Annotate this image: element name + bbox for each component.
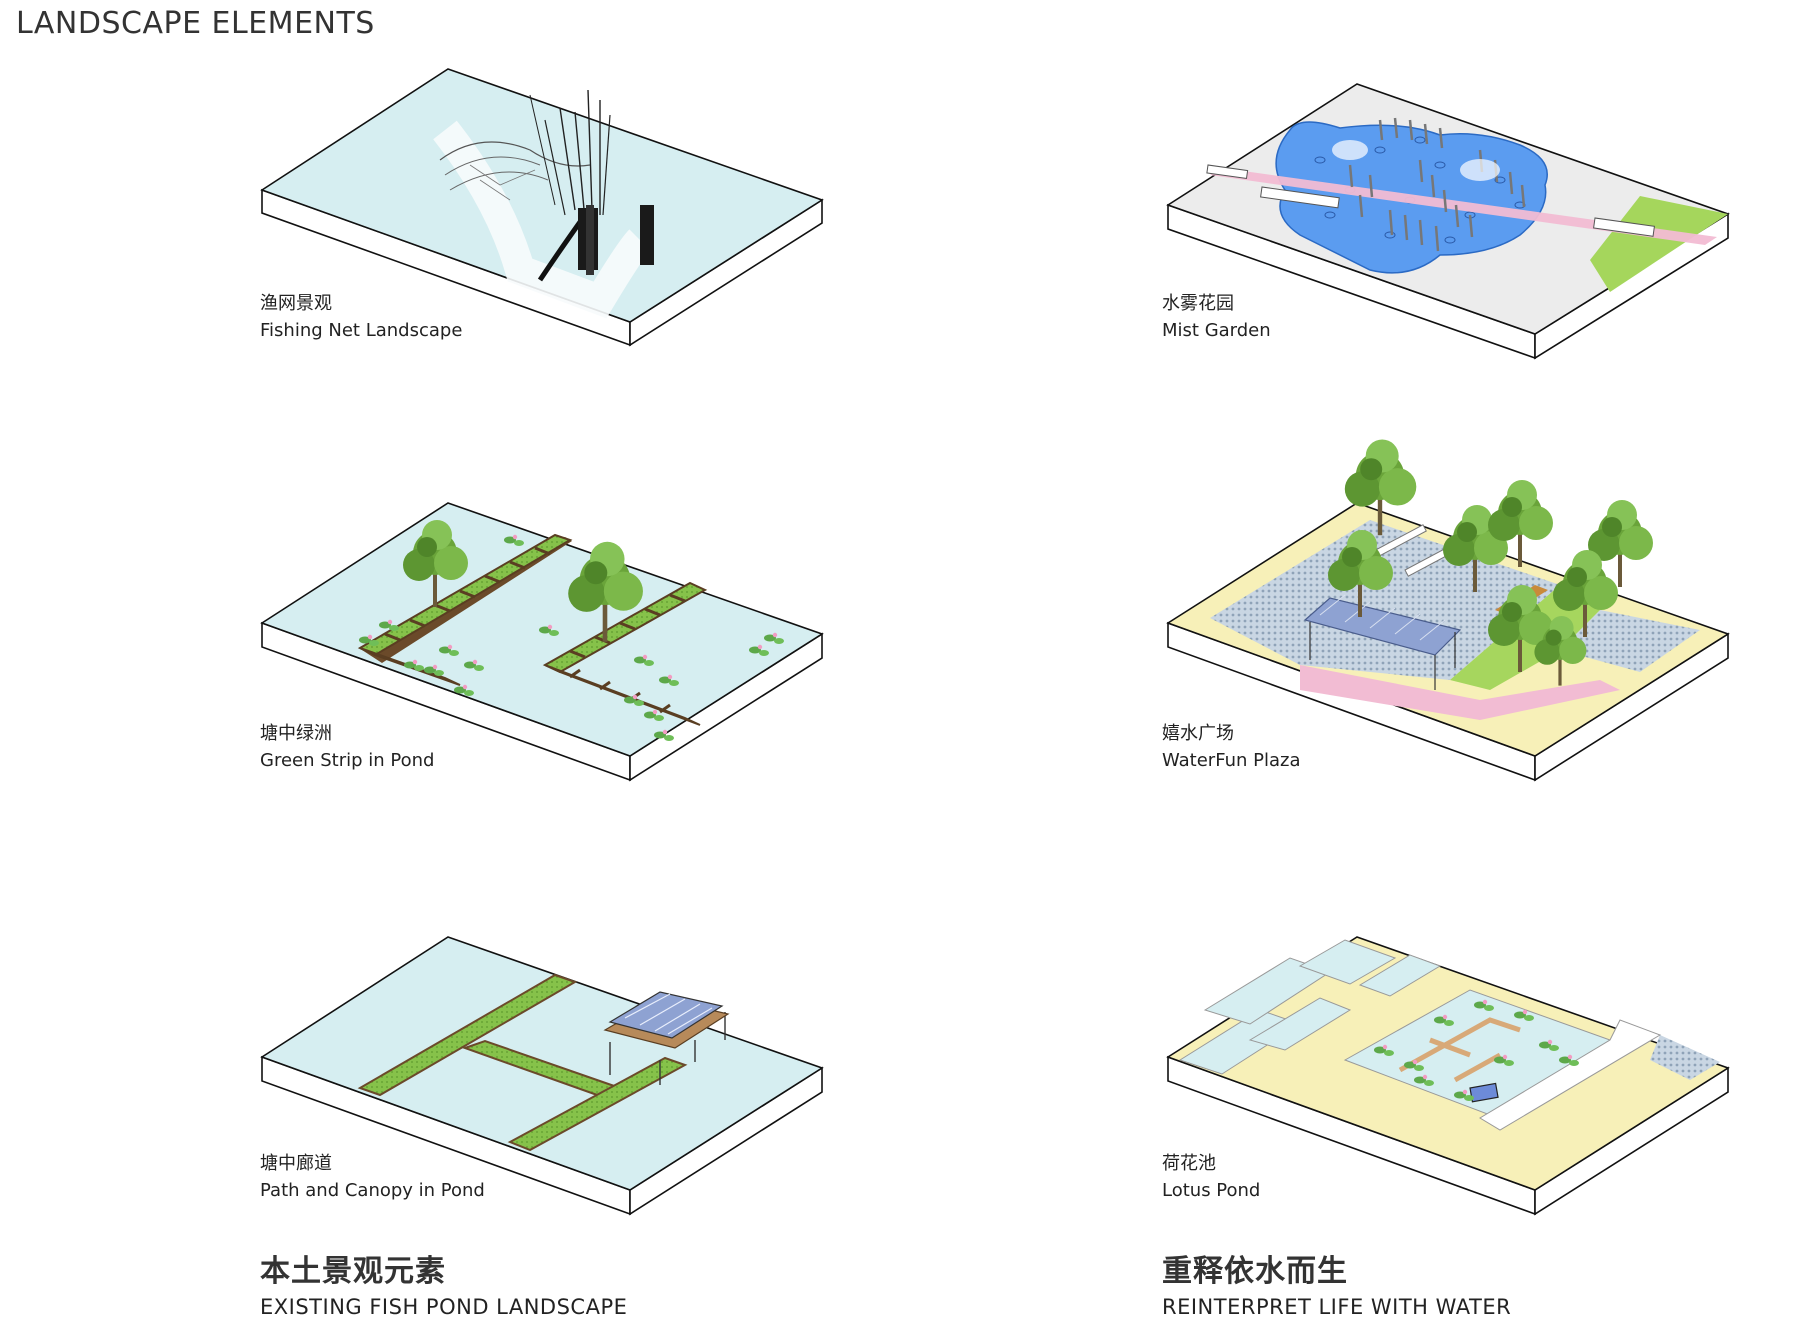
water-cells [1178, 939, 1442, 1075]
bench [1260, 186, 1340, 209]
column-title-zh: 重释依水而生 [1162, 1254, 1348, 1289]
panel-waterfun-plaza [1166, 439, 1730, 782]
canopy [1303, 594, 1462, 690]
fishing-net-sculpture [433, 89, 654, 319]
grass-edge [1590, 196, 1728, 292]
caption-path-canopy: 塘中廊道 Path and Canopy in Pond [260, 1150, 485, 1204]
bench [1593, 217, 1655, 237]
bench [1206, 164, 1249, 180]
page-title: LANDSCAPE ELEMENTS [16, 6, 375, 41]
caption-green-strip: 塘中绿洲 Green Strip in Pond [260, 720, 434, 774]
pavilion [1469, 1082, 1499, 1103]
caption-en: Path and Canopy in Pond [260, 1180, 485, 1201]
stepped-edge [1479, 1019, 1662, 1131]
panel-green-strip [260, 502, 824, 782]
panel-fishing-net [260, 68, 824, 347]
pink-path [1300, 665, 1620, 720]
column-footer-left: 本土景观元素 EXISTING FISH POND LANDSCAPE [260, 1252, 627, 1322]
caption-zh: 塘中廊道 [260, 1153, 332, 1174]
column-title-zh: 本土景观元素 [260, 1254, 446, 1289]
caption-zh: 塘中绿洲 [260, 723, 332, 744]
caption-zh: 水雾花园 [1162, 293, 1234, 314]
caption-waterfun-plaza: 嬉水广场 WaterFun Plaza [1162, 720, 1300, 774]
pink-path [1210, 168, 1717, 245]
paved-area [1560, 610, 1700, 672]
panel-lotus-pond [1166, 936, 1730, 1216]
caption-zh: 渔网景观 [260, 293, 332, 314]
caption-en: Mist Garden [1162, 320, 1271, 341]
panel-mist-garden [1166, 83, 1730, 360]
mist-cloud [1460, 159, 1500, 181]
mist-cloud [1332, 140, 1368, 160]
caption-zh: 荷花池 [1162, 1153, 1216, 1174]
column-title-en: REINTERPRET LIFE WITH WATER [1162, 1295, 1512, 1319]
caption-en: Lotus Pond [1162, 1180, 1261, 1201]
caption-fishing-net: 渔网景观 Fishing Net Landscape [260, 290, 462, 344]
caption-zh: 嬉水广场 [1162, 723, 1234, 744]
caption-lotus-pond: 荷花池 Lotus Pond [1162, 1150, 1260, 1204]
paved-area [1210, 520, 1560, 680]
timber-boardwalk [1398, 1017, 1521, 1083]
canopy-structure [603, 991, 730, 1085]
caption-mist-garden: 水雾花园 Mist Garden [1162, 290, 1271, 344]
green-path [357, 973, 688, 1152]
panel-path-canopy [260, 936, 824, 1216]
paved-ramp [1650, 1035, 1720, 1080]
caption-en: Fishing Net Landscape [260, 320, 463, 341]
caption-en: WaterFun Plaza [1162, 750, 1301, 771]
caption-en: Green Strip in Pond [260, 750, 435, 771]
column-footer-right: 重释依水而生 REINTERPRET LIFE WITH WATER [1162, 1252, 1511, 1322]
column-title-en: EXISTING FISH POND LANDSCAPE [260, 1295, 628, 1319]
